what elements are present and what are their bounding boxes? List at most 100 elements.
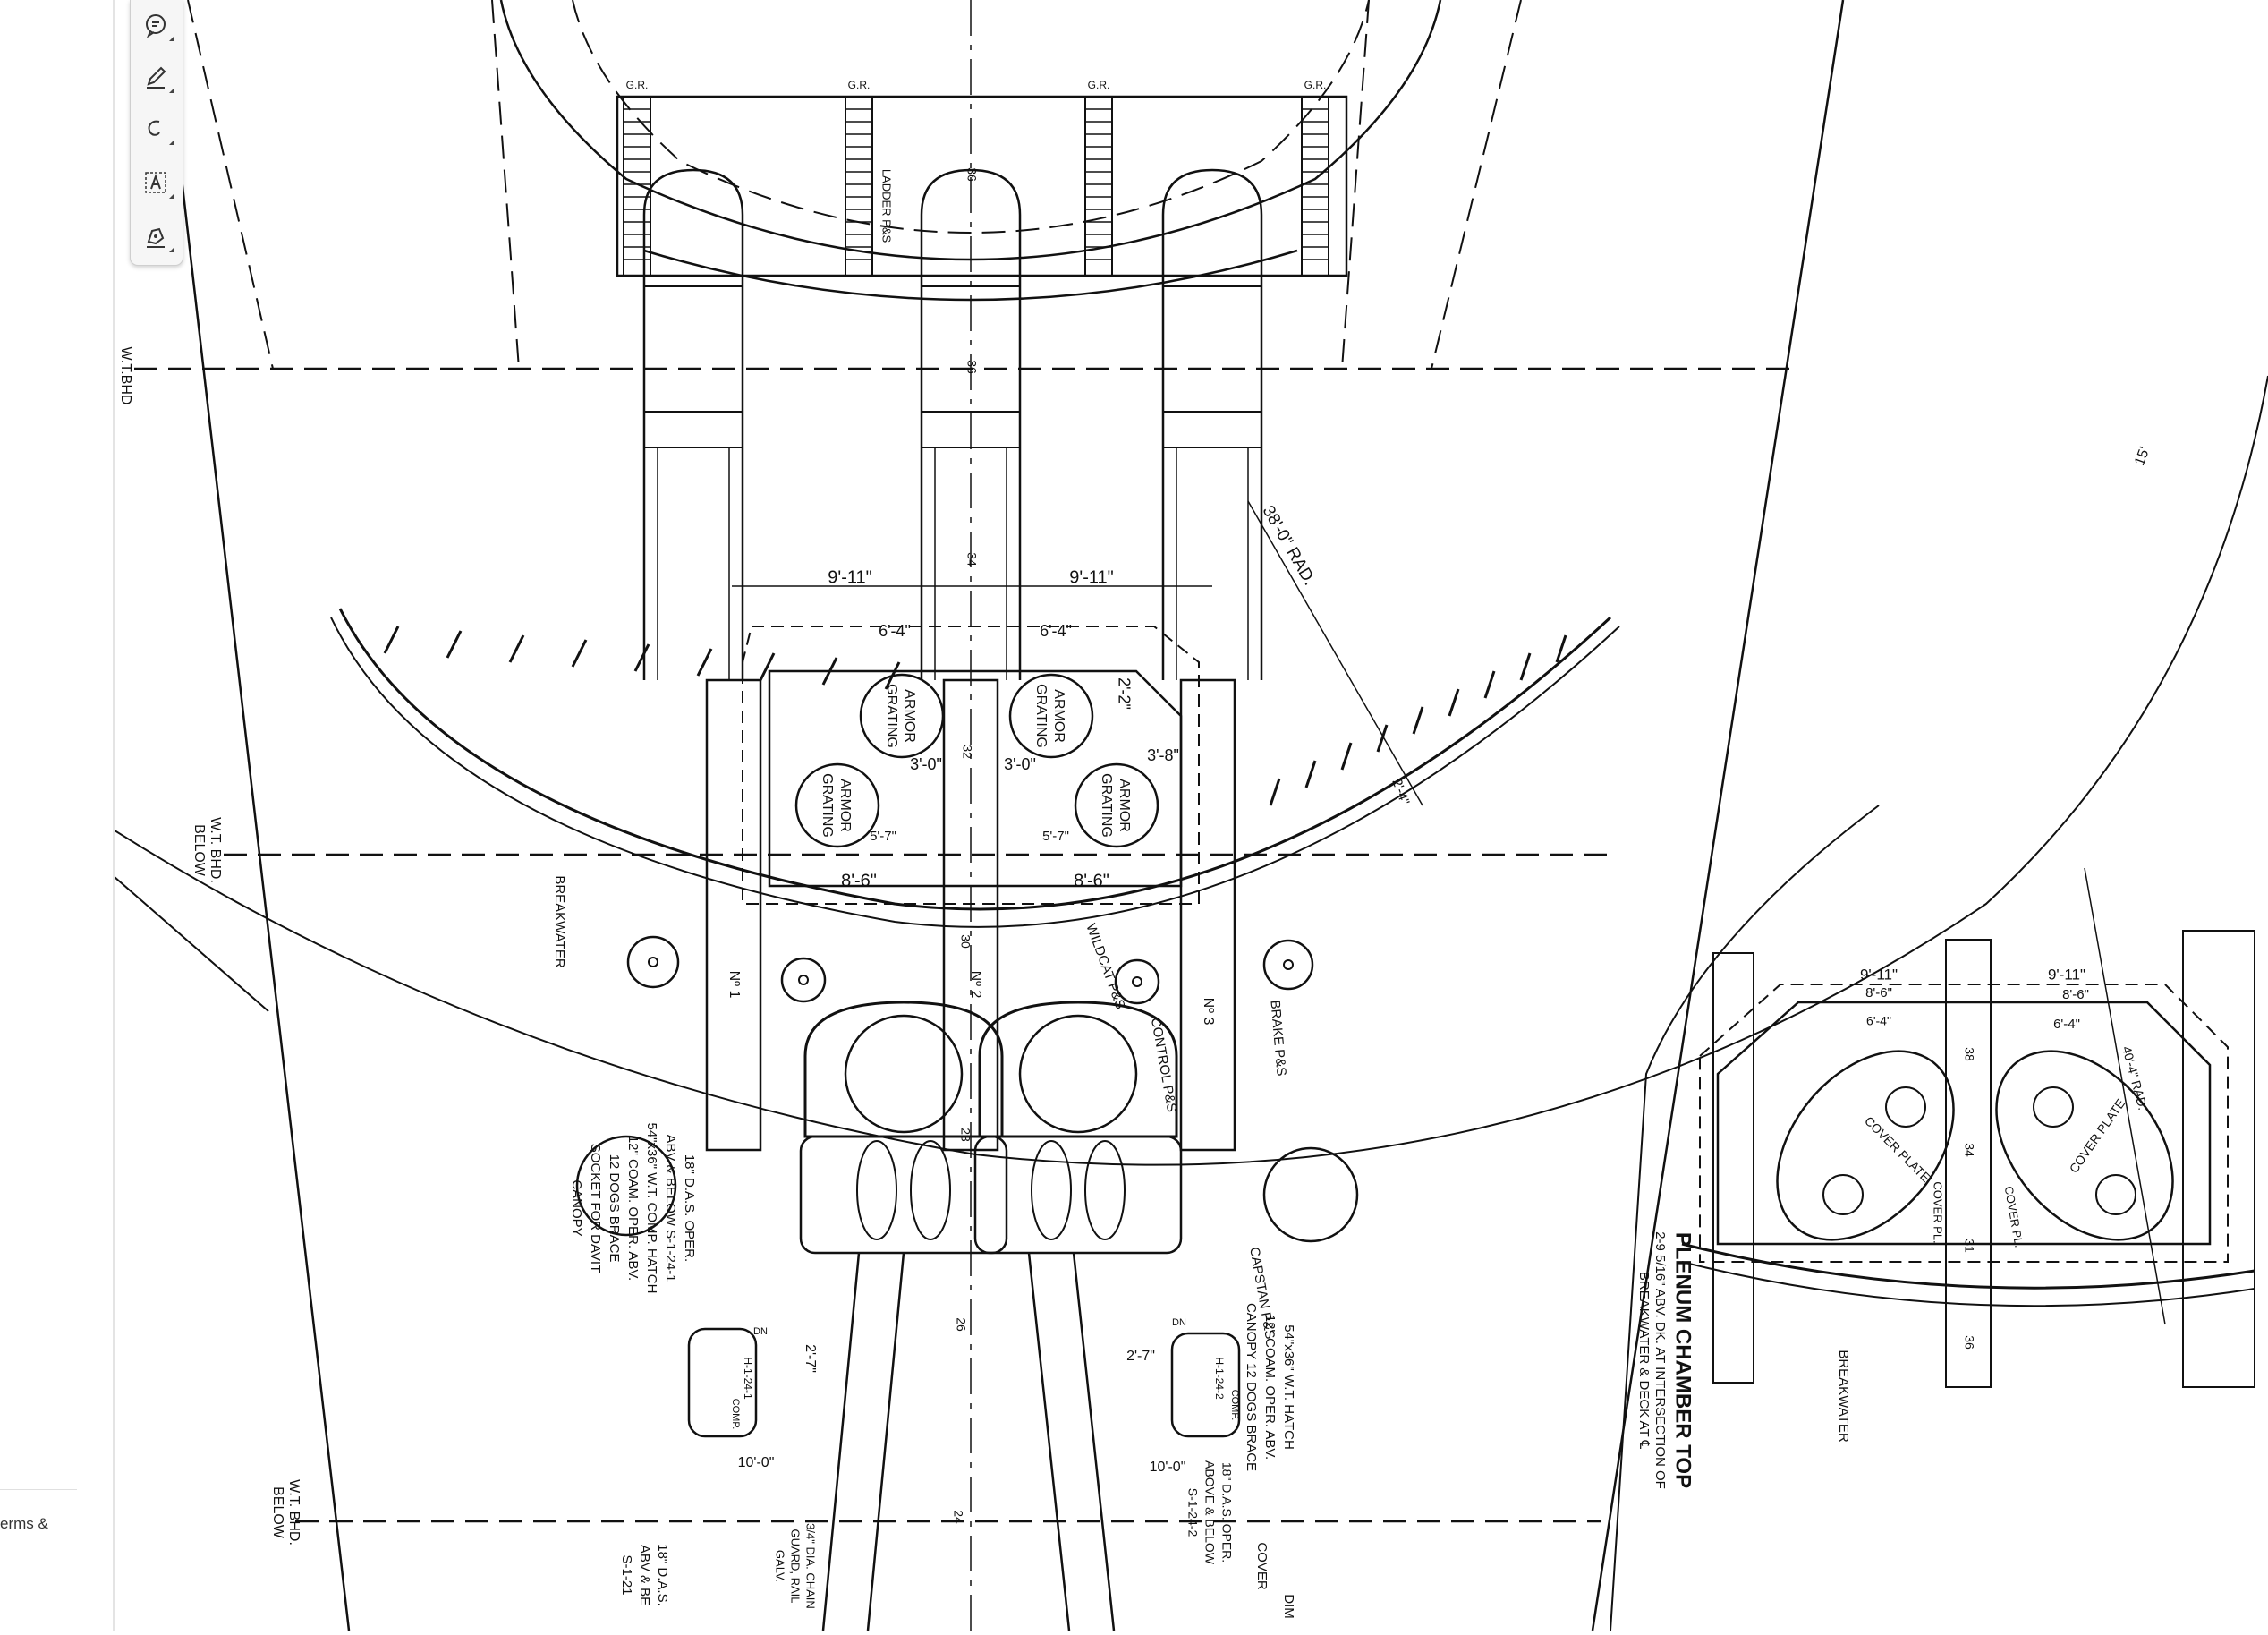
breakwater-stiffener: [696, 648, 713, 677]
detail-cover-oval-left: [1776, 1050, 1955, 1241]
frame-number: 36: [1962, 1335, 1976, 1350]
detail-dim-9-11-right: 9'-11": [2048, 966, 2085, 983]
detail-center-post: [1945, 939, 1992, 1388]
wildcat-housing-1: [803, 1001, 1004, 1138]
breakwater-stiffener: [383, 626, 400, 654]
inner-hull-dashed-left-2: [491, 0, 520, 370]
hatch-left-note: 18" D.A.S. OPER.: [682, 1154, 697, 1262]
frame-number: 34: [964, 552, 979, 566]
pipe-1-outer: [642, 168, 744, 680]
das-right-note: 18" D.A.S. OPER.: [1219, 1462, 1234, 1563]
chain-pipe-left: [821, 1252, 905, 1631]
dim-6-4-right: 6'-4": [1040, 622, 1072, 640]
text-box-tool[interactable]: [138, 165, 174, 200]
armor-grating-2: [1008, 673, 1094, 759]
frame-number: 36: [964, 360, 979, 374]
breakwater-stiffener: [1448, 688, 1460, 717]
breakwater-stiffener: [571, 639, 588, 668]
column-no2-label: Nº 2: [968, 971, 983, 999]
upper-arc-outer: [499, 0, 1442, 261]
draw-tool[interactable]: [138, 111, 174, 147]
deck-fitting-center: [648, 957, 658, 967]
wt-bhd-label: W.T.BHD: [118, 347, 133, 405]
breakwater-label: BREAKWATER: [552, 875, 567, 968]
breakwater-stiffener: [633, 643, 650, 672]
wt-bhd-label: BELOW: [191, 824, 207, 877]
breakwater-stiffener: [1519, 652, 1532, 681]
grating-label: GRATING: [1099, 773, 1114, 838]
detail-radius-leader: [2084, 867, 2166, 1325]
dim-9-11-left: 9'-11": [828, 567, 871, 587]
detail-dim-6-4-right: 6'-4": [2053, 1017, 2080, 1032]
hatch-dn-label: DN: [753, 1326, 768, 1337]
ladder-4: [1301, 96, 1329, 277]
ladder-gr-label: G.R.: [1304, 79, 1327, 91]
sign-tool[interactable]: [138, 218, 174, 254]
hatch-comp-label: COMP.: [730, 1399, 741, 1430]
hatch-dn-label: DN: [1172, 1317, 1186, 1328]
panel-footer-text: erms &: [0, 1515, 48, 1532]
capstan-right: [1262, 1146, 1359, 1243]
wt-bhd-label: W.T. BHD.: [208, 817, 223, 883]
armor-grating-1: [859, 673, 945, 759]
detail-breakwater-label: BREAKWATER: [1836, 1350, 1851, 1443]
detail-breakwater-inner: [1681, 1261, 2255, 1307]
comment-tool[interactable]: [138, 7, 174, 43]
breakwater-stiffener: [1304, 760, 1317, 788]
hatch-left-id: H-1-24-1: [742, 1357, 754, 1400]
dim-2-7-right: 2'-7": [1126, 1349, 1155, 1364]
breakwater-stiffener: [1269, 778, 1281, 806]
pen-icon: [147, 66, 166, 89]
annotation-toolbar: [130, 0, 183, 266]
dim-9-11-right: 9'-11": [1069, 567, 1113, 587]
hawse-pipe-ellipse: [1084, 1140, 1126, 1240]
breakwater-stiffener: [1412, 706, 1424, 735]
breakwater-line-inner: [330, 617, 1620, 928]
ladder-label: LADDER P&S: [880, 169, 894, 243]
dim-10-0-left: 10'-0": [738, 1455, 775, 1470]
hatch-left-note: SOCKET FOR DAVIT: [588, 1144, 603, 1273]
radius-15-label: 15': [2132, 445, 2153, 467]
hawse-pipe-ellipse: [1031, 1140, 1072, 1240]
detail-cover-oval-right: [1995, 1050, 2174, 1241]
deck-edge-arc-left: [114, 876, 269, 1012]
detail-rad-40-label: 40'-4" RAD.: [2119, 1044, 2150, 1111]
armor-grating-4: [1074, 762, 1159, 848]
hatch-right-note: 54"x36" W.T. HATCH: [1281, 1324, 1296, 1450]
highlight-tool[interactable]: [138, 59, 174, 95]
detail-hole: [1822, 1174, 1864, 1215]
column-no3-label: Nº 3: [1201, 998, 1216, 1026]
hull-outline-right: [1591, 0, 1845, 1631]
detail-cover-plate-label: COVER PLATE: [2067, 1096, 2128, 1176]
dim-5-7-right: 5'-7": [1042, 829, 1069, 844]
wt-bhd-label: BELOW: [270, 1486, 285, 1539]
frame-number: 34: [1962, 1143, 1976, 1157]
plenum-subtitle: 2-9 5/16" ABV. DK. AT INTERSECTION OF: [1652, 1231, 1668, 1489]
wildcat-drum-1: [844, 1014, 964, 1134]
pipe-3-outer: [1161, 168, 1263, 680]
hatch-left-note: ABV & BELOW S-1-24-1: [663, 1134, 678, 1282]
ladder-2: [845, 96, 873, 277]
detail-dim-8-6-left: 8'-6": [1865, 985, 1892, 1001]
frame-number: 36: [964, 167, 979, 182]
inner-hull-dashed-right-2: [1341, 0, 1370, 370]
armor-label: ARMOR: [1117, 779, 1132, 832]
deck-fitting-2: [780, 957, 827, 1003]
dim-10-0-right: 10'-0": [1150, 1460, 1186, 1475]
column-no1-label: Nº 1: [726, 971, 742, 999]
plenum-title: PLENUM CHAMBER TOP: [1671, 1232, 1695, 1488]
dim-3-8: 3'-8": [1147, 746, 1179, 764]
breakwater-stiffener: [1483, 670, 1496, 699]
breakwater-stiffener: [1555, 634, 1567, 663]
no3-column: [1179, 678, 1236, 1152]
hatch-left-note: 12 DOGS BRACE: [607, 1154, 622, 1263]
hatch-left-note: CANOPY: [569, 1179, 584, 1236]
dim-8-6-right: 8'-6": [1074, 871, 1109, 890]
dim-3-0-left: 3'-0": [910, 755, 942, 773]
dim-3-0-right: 3'-0": [1004, 755, 1036, 773]
detail-outer-line: [1610, 805, 1880, 1631]
text-box-icon: [145, 172, 166, 193]
deck-edge-arc: [114, 375, 2268, 1166]
das-right-note: S-1-24-2: [1185, 1488, 1200, 1537]
